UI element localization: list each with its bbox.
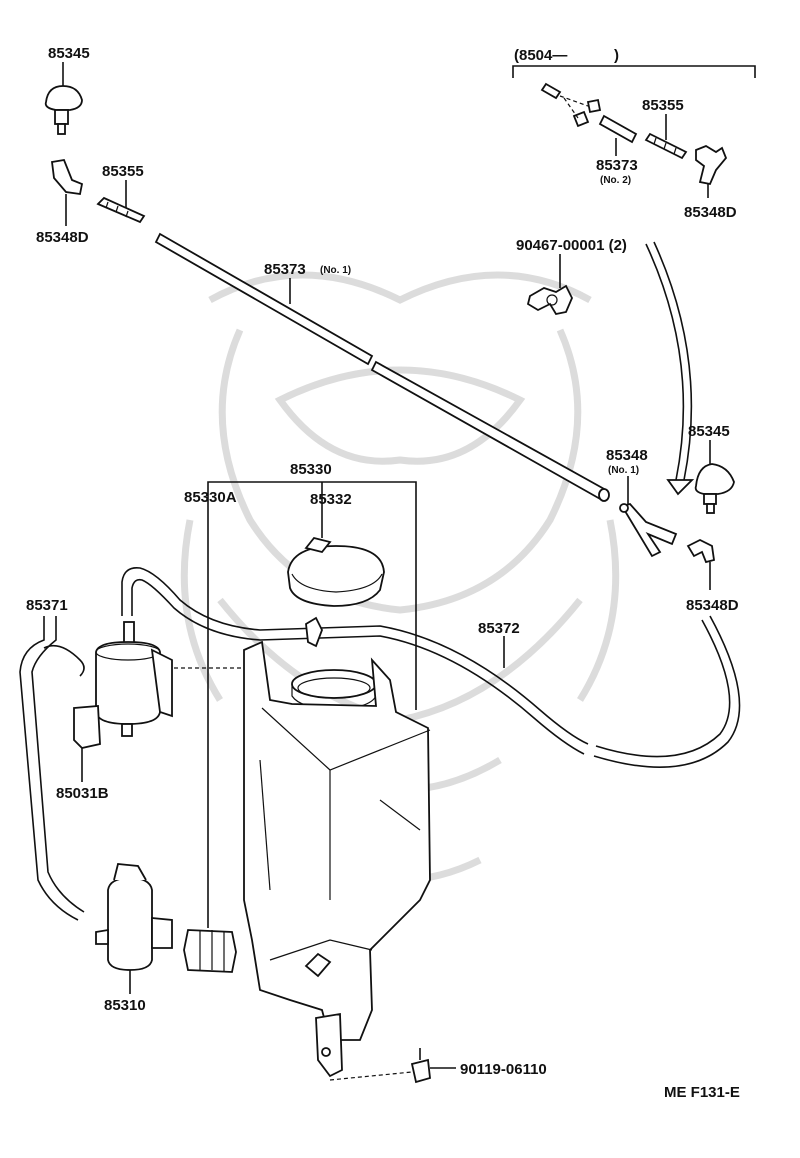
- label-85332: 85332: [310, 491, 352, 508]
- hose-85373-no1: [154, 232, 610, 502]
- production-range-bracket: [512, 65, 756, 78]
- joint-85355-left: [96, 180, 146, 224]
- joint-85348-no1: [619, 476, 678, 558]
- label-production-range: (8504—: [514, 47, 567, 64]
- hose-clip: [305, 616, 323, 648]
- label-85330A: 85330A: [184, 489, 237, 506]
- nozzle-85345-left: [44, 62, 83, 135]
- grommet-85330A: [183, 929, 237, 973]
- figure-code: ME F131-E: [664, 1084, 740, 1101]
- bolt-90119: [329, 1048, 456, 1084]
- label-85348-no1: 85348: [606, 447, 648, 464]
- label-85330: 85330: [290, 461, 332, 478]
- label-85355-left: 85355: [102, 163, 144, 180]
- joint-85355-right: [644, 114, 688, 160]
- label-production-range-close: ): [614, 47, 619, 64]
- label-85348D-left: 85348D: [36, 229, 89, 246]
- label-85371: 85371: [26, 597, 68, 614]
- washer-tank: [243, 640, 431, 1078]
- tank-cap-85332: [287, 536, 385, 607]
- label-85348-no1-note: (No. 1): [608, 465, 639, 476]
- label-85372: 85372: [478, 620, 520, 637]
- label-85310: 85310: [104, 997, 146, 1014]
- pump-85310: [95, 863, 173, 994]
- elbow-85348D-right-top: [695, 144, 728, 198]
- label-85373-no2-note: (No. 2): [600, 175, 631, 186]
- label-90119: 90119-06110: [460, 1061, 547, 1078]
- connector-upper-right: [540, 82, 638, 156]
- nozzle-85345-right: [694, 440, 735, 514]
- hose-85372: [121, 566, 741, 768]
- hose-85371: [19, 616, 85, 921]
- label-85345-right: 85345: [688, 423, 730, 440]
- label-85373-no2: 85373: [596, 157, 638, 174]
- routing-arrow: [645, 241, 695, 496]
- label-90467: 90467-00001 (2): [516, 237, 627, 254]
- valve-85031B: [73, 621, 173, 782]
- clip-90467: [526, 254, 573, 316]
- label-85373-no1: 85373: [264, 261, 306, 278]
- label-85348D-right-bottom: 85348D: [686, 597, 739, 614]
- label-85373-no1-note: (No. 1): [320, 265, 351, 276]
- elbow-85348D-left: [50, 158, 84, 226]
- label-85355-right: 85355: [642, 97, 684, 114]
- label-85031B: 85031B: [56, 785, 109, 802]
- label-85345-left: 85345: [48, 45, 90, 62]
- elbow-85348D-right-bottom: [686, 538, 716, 590]
- label-85348D-right-top: 85348D: [684, 204, 737, 221]
